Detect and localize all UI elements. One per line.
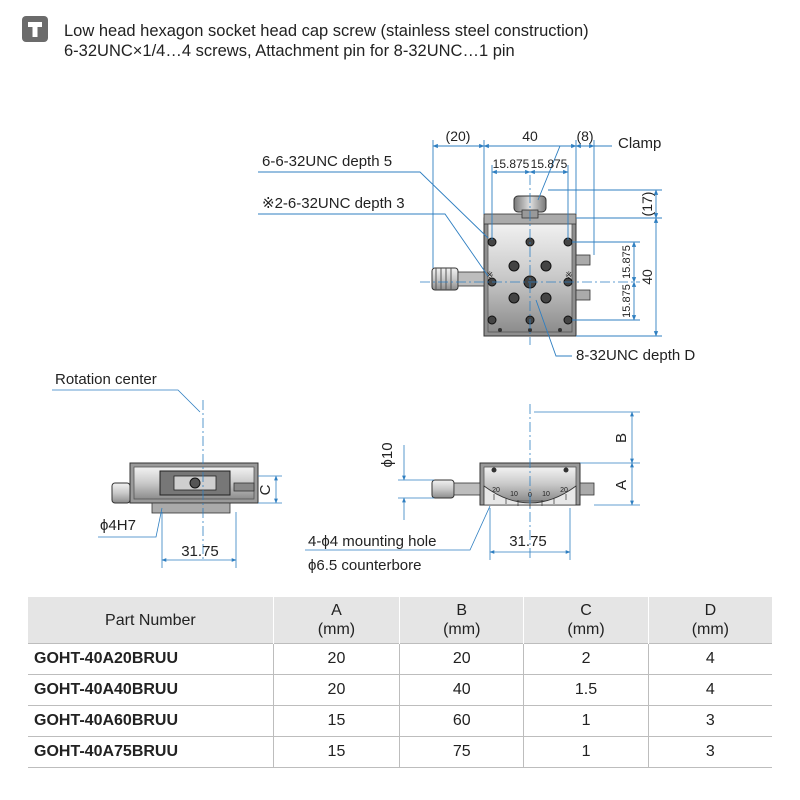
dim-phi10: ϕ10	[379, 442, 396, 467]
scale-1: 20	[492, 487, 500, 494]
dim-h2: 15.875	[531, 157, 568, 171]
scale-5: 20	[560, 487, 568, 494]
label-pin: ϕ4H7	[100, 517, 136, 534]
cell-b: 75	[399, 736, 524, 768]
label-tap2: ※2-6-32UNC depth 3	[262, 195, 405, 212]
cell-c: 1	[523, 705, 649, 737]
dim-b: B	[613, 433, 630, 443]
front-view: 20 10 0 10 20 B A ϕ10 31.75 4-ϕ4 mountin…	[305, 404, 640, 574]
cell-d: 4	[647, 674, 772, 706]
dim-front-pitch: 31.75	[509, 533, 547, 550]
label-clamp: Clamp	[618, 135, 661, 152]
part-number: GOHT-40A40BRUU	[28, 674, 274, 706]
cell-a: 15	[272, 705, 400, 737]
cell-b: 20	[399, 643, 524, 675]
note-line-2: 6-32UNC×1/4…4 screws, Attachment pin for…	[64, 42, 515, 60]
note-line-1: Low head hexagon socket head cap screw (…	[64, 22, 589, 40]
part-number: GOHT-40A20BRUU	[28, 643, 274, 675]
header-a: A(mm)	[272, 597, 400, 644]
cell-a: 20	[272, 674, 400, 706]
header-c: C(mm)	[523, 597, 649, 644]
label-tap3: 8-32UNC depth D	[576, 347, 695, 364]
dim-width: 40	[522, 128, 538, 144]
cell-a: 20	[272, 643, 400, 675]
top-view: ※ ※	[258, 128, 695, 364]
dim-v1: 15.875	[621, 245, 633, 279]
table-row: GOHT-40A75BRUU 15 75 1 3	[28, 736, 772, 768]
cell-c: 2	[523, 643, 649, 675]
dim-a: A	[613, 480, 630, 490]
dim-side-pitch: 31.75	[181, 543, 219, 560]
table-row: GOHT-40A60BRUU 15 60 1 3	[28, 705, 772, 737]
label-hole2: ϕ6.5 counterbore	[308, 557, 421, 574]
screw-note: Low head hexagon socket head cap screw (…	[22, 12, 782, 60]
label-hole1: 4-ϕ4 mounting hole	[308, 533, 436, 550]
table-header-row: Part Number A(mm) B(mm) C(mm) D(mm)	[28, 597, 772, 644]
cell-c: 1.5	[523, 674, 649, 706]
cell-d: 4	[647, 643, 772, 675]
dim-h1: 15.875	[493, 157, 530, 171]
header-d: D(mm)	[647, 597, 772, 644]
dim-c: C	[257, 484, 274, 495]
cell-b: 60	[399, 705, 524, 737]
dim-right: (8)	[576, 128, 593, 144]
header-b: B(mm)	[399, 597, 524, 644]
part-number: GOHT-40A60BRUU	[28, 705, 274, 737]
cell-d: 3	[647, 736, 772, 768]
cell-d: 3	[647, 705, 772, 737]
screw-icon	[22, 16, 48, 42]
cell-a: 15	[272, 736, 400, 768]
cell-c: 1	[523, 736, 649, 768]
dim-height: 40	[639, 269, 655, 285]
mark-left: ※	[486, 270, 494, 280]
table-row: GOHT-40A40BRUU 20 40 1.5 4	[28, 674, 772, 706]
label-rotation: Rotation center	[55, 371, 157, 388]
cell-b: 40	[399, 674, 524, 706]
spec-table: Part Number A(mm) B(mm) C(mm) D(mm) GOHT…	[28, 597, 772, 768]
dim-left: (20)	[446, 128, 471, 144]
dim-top-right: (17)	[639, 192, 655, 217]
part-number: GOHT-40A75BRUU	[28, 736, 274, 768]
header-part-number: Part Number	[28, 597, 274, 644]
label-tap1: 6-6-32UNC depth 5	[262, 153, 392, 170]
scale-4: 10	[542, 491, 550, 498]
scale-2: 10	[510, 491, 518, 498]
technical-drawing: ※ ※	[52, 128, 695, 574]
dim-v2: 15.875	[621, 284, 633, 318]
mark-right: ※	[565, 270, 573, 280]
table-row: GOHT-40A20BRUU 20 20 2 4	[28, 643, 772, 675]
side-view: Rotation center ϕ4H7 C 31.75	[52, 371, 282, 568]
